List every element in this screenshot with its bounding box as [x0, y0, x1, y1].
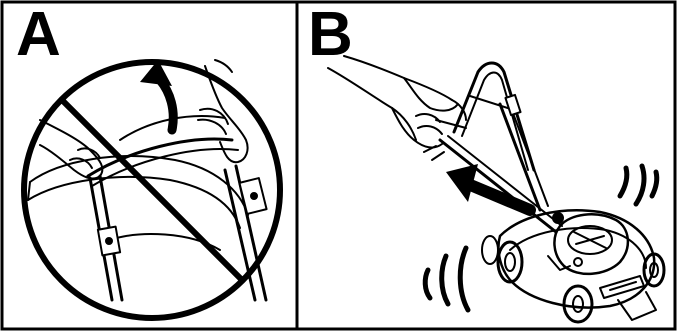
- panel-b-label: B: [308, 0, 353, 69]
- lift-arrow-icon: [155, 75, 178, 135]
- panel-a-drawing: [21, 59, 283, 321]
- vibration-lines-icon: [422, 163, 660, 313]
- hands-icon: [39, 59, 249, 180]
- mower-handle-icon: [86, 115, 268, 302]
- push-arrow-icon: [446, 164, 536, 216]
- panel-b-drawing: [327, 55, 666, 324]
- lawn-mower-icon: [438, 61, 666, 324]
- grass-bag-outline-icon: [29, 155, 249, 216]
- hand-icon: [327, 55, 467, 161]
- prohibition-icon: [21, 59, 283, 321]
- panel-a-label: A: [16, 0, 61, 69]
